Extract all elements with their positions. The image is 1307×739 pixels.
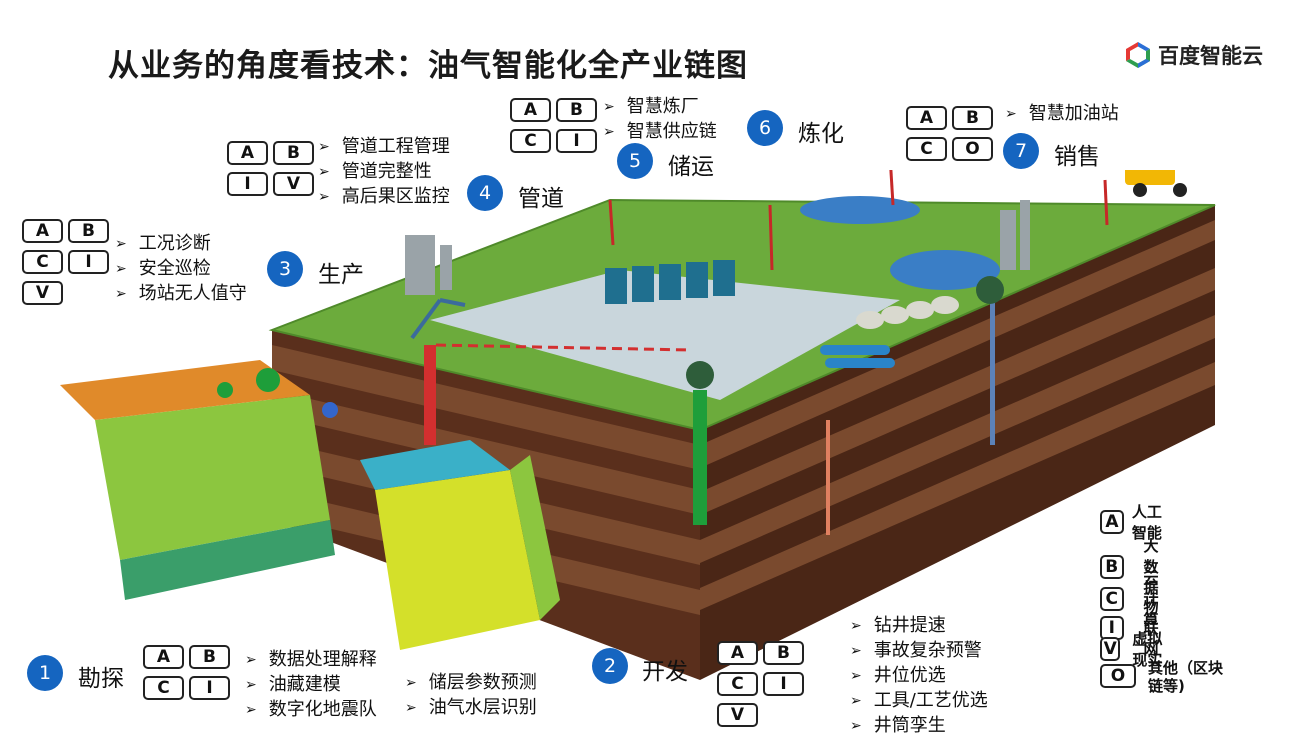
badge-a: A: [717, 641, 758, 665]
legend-key: B: [1100, 554, 1124, 579]
badge-c: C: [510, 129, 551, 153]
badge-v: V: [273, 172, 314, 196]
stage-7-number: 7: [1003, 133, 1039, 169]
legend-item: O 其他（区块链等): [1100, 659, 1234, 695]
legend-label: 虚拟现实: [1132, 630, 1163, 669]
stage-3-number: 3: [267, 251, 303, 287]
badge-b: B: [189, 645, 230, 669]
legend-key: V: [1100, 637, 1121, 661]
list-item: 安全巡检: [115, 257, 247, 282]
badge-b: B: [556, 98, 597, 122]
badge-b: B: [763, 641, 804, 665]
badge-i: I: [189, 676, 230, 700]
badge-i: I: [227, 172, 268, 196]
stage-2-name: 开发: [642, 659, 688, 685]
legend-item: A 人工智能: [1100, 501, 1164, 543]
brand-logo: 百度智能云: [1124, 40, 1263, 70]
badge-c: C: [906, 137, 947, 161]
badge-c: C: [22, 250, 63, 274]
stage-4-items: 管道工程管理 管道完整性 高后果区监控: [318, 135, 450, 210]
brand-name: 百度智能云: [1158, 44, 1263, 68]
list-item: 场站无人值守: [115, 282, 247, 307]
legend-item: V 虚拟现实: [1100, 628, 1163, 670]
legend-key: A: [1100, 510, 1124, 534]
list-item: 工具/工艺优选: [850, 689, 988, 714]
badge-b: B: [952, 106, 993, 130]
stage-3-items: 工况诊断 安全巡检 场站无人值守: [115, 232, 247, 307]
list-item: 工况诊断: [115, 232, 247, 257]
stage-4-number: 4: [467, 175, 503, 211]
stage-4-badges: A B I V: [227, 141, 314, 196]
badge-b: B: [273, 141, 314, 165]
stage-7-items: 智慧加油站: [1005, 102, 1119, 127]
legend-key: C: [1100, 586, 1124, 611]
legend-label: 云计算: [1143, 569, 1159, 629]
badge-v: V: [22, 281, 63, 305]
stage-4-name: 管道: [518, 186, 564, 212]
baidu-cloud-cube-icon: [1126, 42, 1150, 68]
list-item: 数据处理解释: [245, 648, 377, 673]
stage-7-badges: A B C O: [906, 106, 993, 161]
legend-item: C 云计算: [1100, 567, 1171, 630]
stage-3-name: 生产: [318, 262, 364, 288]
stage-5-name: 储运: [668, 154, 714, 180]
stage-2-number: 2: [592, 648, 628, 684]
badge-c: C: [717, 672, 758, 696]
badge-v: V: [717, 703, 758, 727]
list-item: 智慧加油站: [1005, 102, 1119, 127]
stage-5-number: 5: [617, 143, 653, 179]
stage-1-number: 1: [27, 655, 63, 691]
legend-label: 人工智能: [1131, 503, 1162, 542]
legend-label: 大数据: [1143, 537, 1159, 597]
stage-2-items: 钻井提速 事故复杂预警 井位优选 工具/工艺优选 井筒孪生: [850, 614, 988, 739]
badge-c: C: [143, 676, 184, 700]
list-item: 管道工程管理: [318, 135, 450, 160]
list-item: 储层参数预测: [405, 671, 537, 696]
badge-a: A: [22, 219, 63, 243]
page-title: 从业务的角度看技术：油气智能化全产业链图: [108, 48, 748, 84]
stage-1-items-col2: 储层参数预测 油气水层识别: [405, 671, 537, 721]
stage-6-name: 炼化: [798, 121, 844, 147]
stage-1-name: 勘探: [78, 666, 124, 692]
legend-item: I 物联网: [1100, 596, 1171, 659]
badge-i: I: [763, 672, 804, 696]
list-item: 油藏建模: [245, 673, 377, 698]
stage-5-badges: A B C I: [510, 98, 597, 153]
badge-a: A: [143, 645, 184, 669]
badge-a: A: [906, 106, 947, 130]
stage-5-items: 智慧炼厂 智慧供应链: [603, 95, 717, 145]
list-item: 油气水层识别: [405, 696, 537, 721]
badge-o: O: [952, 137, 993, 161]
stage-7-name: 销售: [1054, 144, 1100, 170]
list-item: 管道完整性: [318, 160, 450, 185]
list-item: 钻井提速: [850, 614, 988, 639]
legend-label: 其他（区块链等): [1148, 659, 1224, 695]
list-item: 智慧供应链: [603, 120, 717, 145]
stage-1-badges: A B C I: [143, 645, 230, 700]
legend-label: 物联网: [1143, 598, 1159, 658]
list-item: 智慧炼厂: [603, 95, 717, 120]
stage-1-items: 数据处理解释 油藏建模 数字化地震队: [245, 648, 377, 723]
badge-i: I: [68, 250, 109, 274]
stage-2-badges: A B C I V: [717, 641, 804, 727]
badge-a: A: [227, 141, 268, 165]
legend-item: B 大数据: [1100, 535, 1171, 598]
stage-6-number: 6: [747, 110, 783, 146]
list-item: 高后果区监控: [318, 185, 450, 210]
stage-3-badges: A B C I V: [22, 219, 109, 305]
oil-gas-industry-illustration: [60, 170, 1216, 680]
list-item: 数字化地震队: [245, 698, 377, 723]
legend-key: O: [1100, 664, 1136, 688]
badge-a: A: [510, 98, 551, 122]
list-item: 事故复杂预警: [850, 639, 988, 664]
list-item: 井位优选: [850, 664, 988, 689]
badge-i: I: [556, 129, 597, 153]
badge-b: B: [68, 219, 109, 243]
